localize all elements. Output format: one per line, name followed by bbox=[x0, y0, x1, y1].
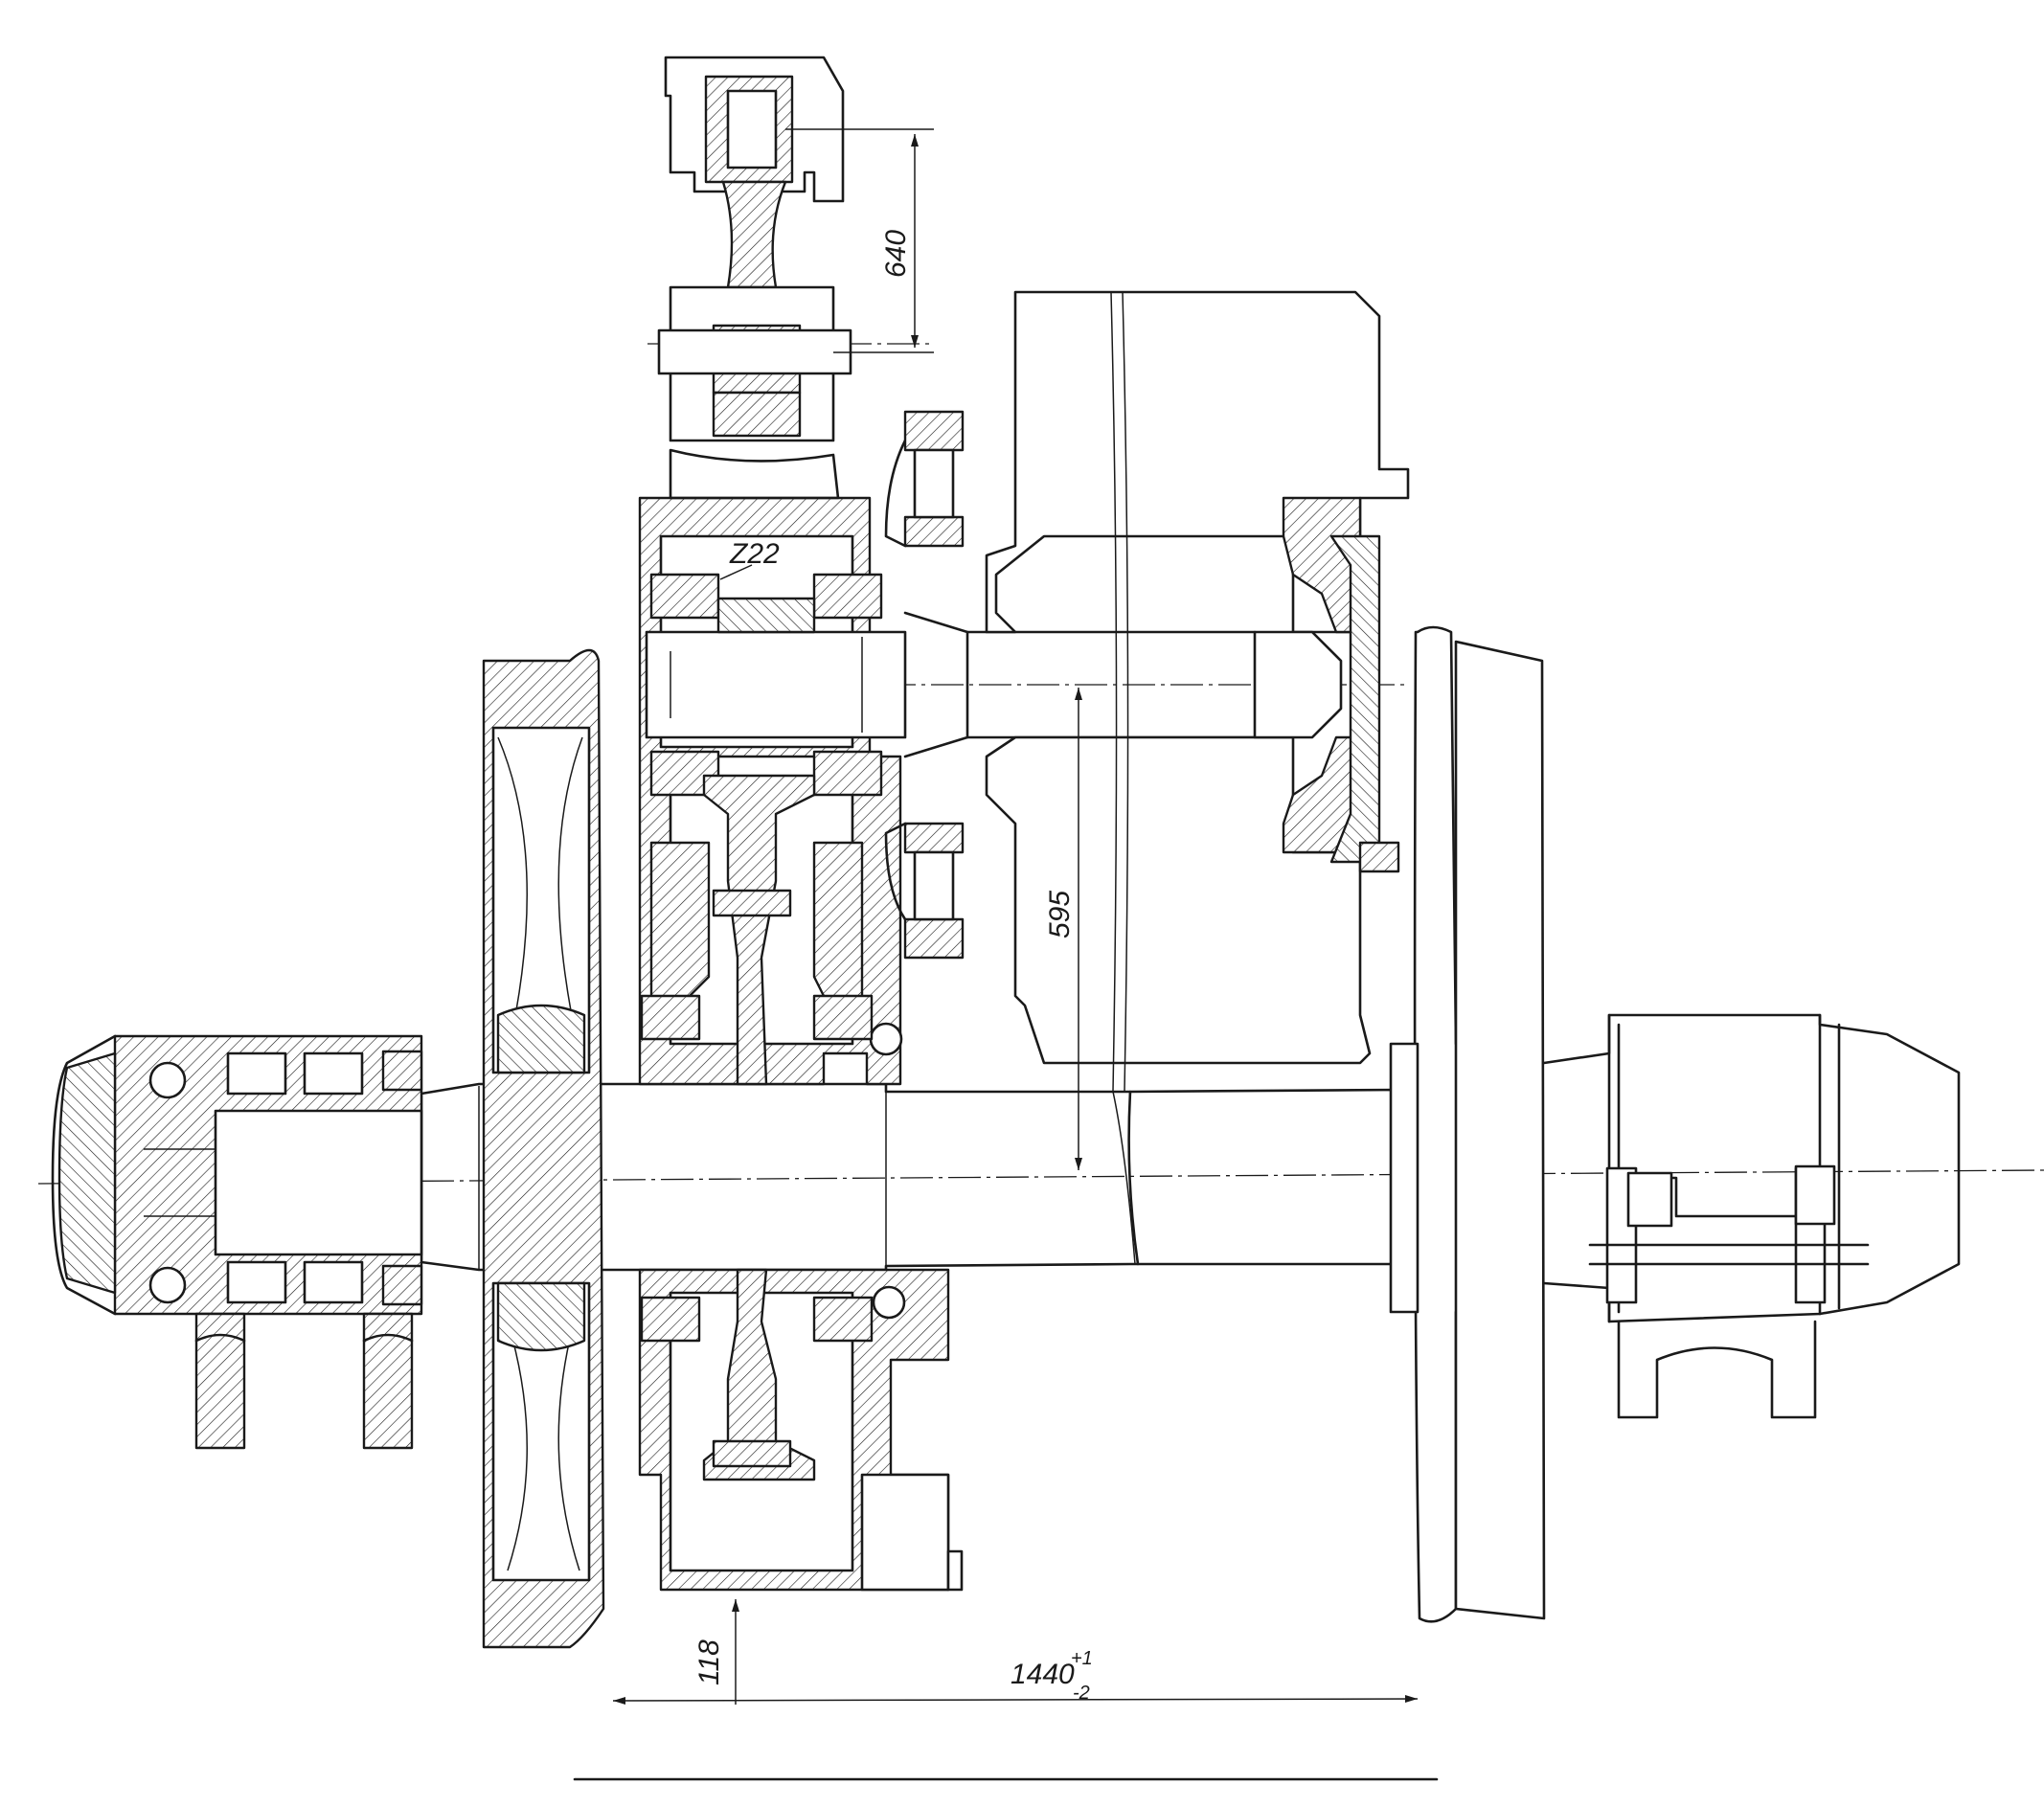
left-axle-box bbox=[51, 1034, 423, 1450]
traction-motor bbox=[985, 290, 1410, 1265]
dimension-1440-tol-lower: -2 bbox=[1073, 1683, 1090, 1704]
gear-teeth-label-text: Z22 bbox=[729, 538, 780, 570]
right-wheel bbox=[1389, 625, 1546, 1623]
left-wheel bbox=[482, 648, 605, 1649]
gear-teeth-label: Z22 bbox=[719, 538, 780, 580]
dimension-640: 640 bbox=[785, 128, 934, 353]
dimension-640-label: 640 bbox=[880, 230, 912, 278]
dimension-118: 118 bbox=[693, 1599, 739, 1705]
dimension-1440: 1440 +1 -2 bbox=[612, 1648, 1419, 1705]
dimension-595-label: 595 bbox=[1044, 891, 1076, 938]
dimension-595: 595 bbox=[1044, 688, 1082, 1170]
dimension-1440-label: 1440 bbox=[1011, 1659, 1075, 1690]
upper-suspension-link bbox=[657, 56, 852, 500]
big-gear bbox=[640, 774, 906, 1481]
pinion-shaft bbox=[645, 573, 907, 797]
dimension-118-label: 118 bbox=[693, 1639, 725, 1685]
dimension-1440-tol-upper: +1 bbox=[1071, 1648, 1093, 1669]
flexible-coupling bbox=[884, 410, 1257, 960]
right-axle-box bbox=[1542, 1013, 1961, 1419]
